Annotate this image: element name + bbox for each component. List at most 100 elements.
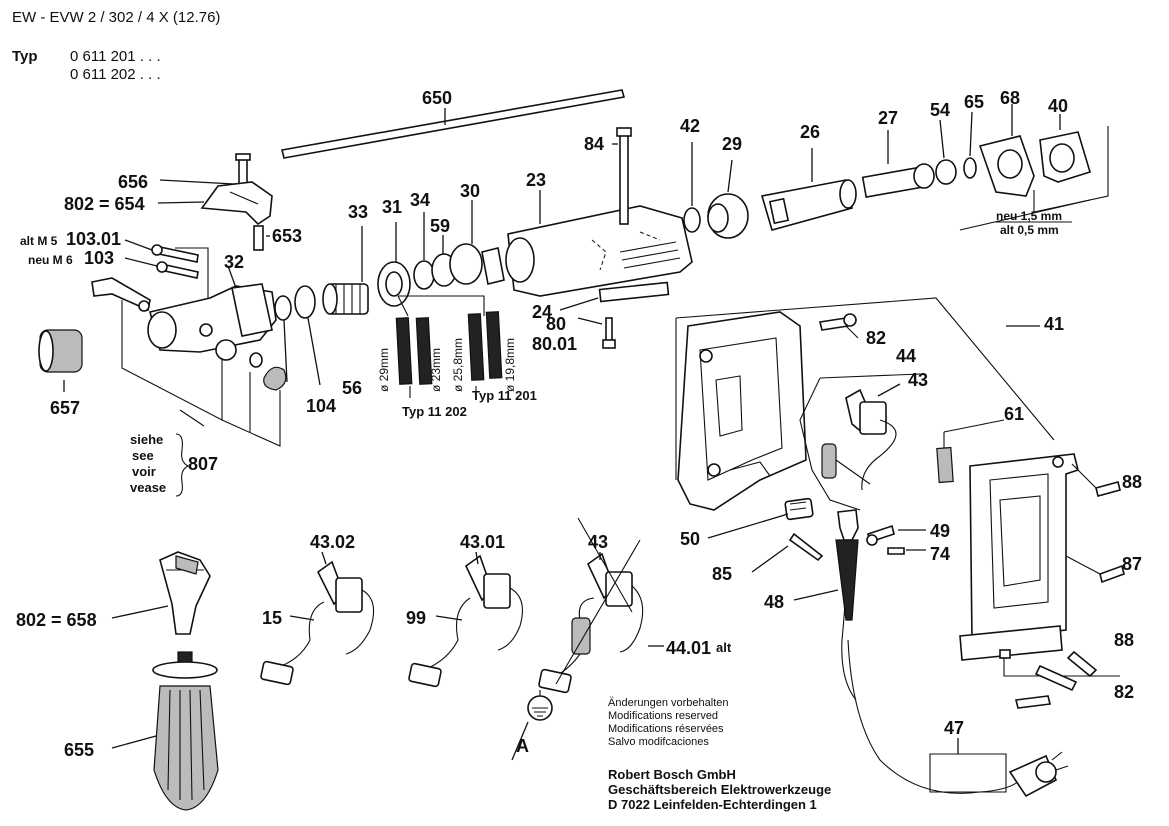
label-802-658: 802 = 658 xyxy=(16,610,97,630)
switch-variant-4301 xyxy=(408,554,523,688)
company-division: Geschäftsbereich Elektrowerkzeuge xyxy=(608,782,832,797)
label-43b: 43 xyxy=(588,532,608,552)
label-653: 653 xyxy=(272,226,302,246)
label-807: 807 xyxy=(188,454,218,474)
see-line-3: voir xyxy=(132,464,156,479)
label-29: 29 xyxy=(722,134,742,154)
document-code: EW - EVW 2 / 302 / 4 X (12.76) xyxy=(12,9,221,26)
label-87: 87 xyxy=(1122,554,1142,574)
label-43-01: 43.01 xyxy=(460,532,505,552)
modification-notes: Änderungen vorbehalten Modifications res… xyxy=(608,697,728,749)
label-50: 50 xyxy=(680,529,700,549)
label-54: 54 xyxy=(930,100,950,120)
label-650: 650 xyxy=(422,88,452,108)
label-typ-11201: Typ 11 201 xyxy=(472,388,537,403)
note-en: Modifications reserved xyxy=(608,710,719,722)
dim-19-8: ø 19,8mm xyxy=(503,338,517,392)
see-line-2: see xyxy=(132,448,154,463)
label-26: 26 xyxy=(800,122,820,142)
part-handle-right xyxy=(959,453,1120,677)
part-44-cable xyxy=(799,377,871,511)
label-27: 27 xyxy=(878,108,898,128)
part-26-armature xyxy=(760,179,857,231)
label-neu: neu 1,5 mm xyxy=(996,209,1062,223)
label-alt-dim: alt 0,5 mm xyxy=(1000,223,1059,237)
label-59: 59 xyxy=(430,216,450,236)
part-27-stator xyxy=(861,163,935,198)
label-103: 103 xyxy=(84,248,114,268)
part-68-plate xyxy=(978,135,1035,197)
part-802-658-handle-clamp xyxy=(159,551,211,635)
part-40-plate xyxy=(1039,131,1091,183)
note-es: Salvo modifcaciones xyxy=(608,736,709,748)
label-23: 23 xyxy=(526,170,546,190)
note-de: Änderungen vorbehalten xyxy=(608,697,729,709)
label-99: 99 xyxy=(406,608,426,628)
label-82b: 82 xyxy=(1114,682,1134,702)
part-43-switch xyxy=(845,388,897,491)
dim-bits xyxy=(395,295,503,385)
part-650-rod xyxy=(281,89,626,159)
label-80: 80 xyxy=(546,314,566,334)
label-56: 56 xyxy=(342,378,362,398)
label-A: A xyxy=(516,736,529,756)
label-655: 655 xyxy=(64,740,94,760)
company-location: D 7022 Leinfelden-Echterdingen 1 xyxy=(608,797,817,812)
label-24: 24 xyxy=(532,302,552,322)
label-30: 30 xyxy=(460,181,480,201)
part-pin xyxy=(91,277,151,312)
label-33: 33 xyxy=(348,202,368,222)
label-31: 31 xyxy=(382,197,402,217)
label-alt: alt xyxy=(716,640,732,655)
label-802-654: 802 = 654 xyxy=(64,194,145,214)
dim-29: ø 29mm xyxy=(377,348,391,392)
label-49: 49 xyxy=(930,521,950,541)
label-85: 85 xyxy=(712,564,732,584)
label-15: 15 xyxy=(262,608,282,628)
label-neu-m6: neu M 6 xyxy=(28,253,73,267)
label-typ-11202: Typ 11 202 xyxy=(402,404,467,419)
part-103-screws xyxy=(151,244,199,279)
note-fr: Modifications réservées xyxy=(608,723,724,735)
label-82a: 82 xyxy=(866,328,886,348)
label-47: 47 xyxy=(944,718,964,738)
label-44: 44 xyxy=(896,346,916,366)
part-29-fan xyxy=(707,193,749,239)
part-657-sleeve xyxy=(38,329,83,373)
label-32: 32 xyxy=(224,252,244,272)
label-74: 74 xyxy=(930,544,950,564)
label-88b: 88 xyxy=(1114,630,1134,650)
part-33-clutch xyxy=(322,283,369,315)
dim-25-8: ø 25,8mm xyxy=(451,338,465,392)
label-61: 61 xyxy=(1004,404,1024,424)
label-41: 41 xyxy=(1044,314,1064,334)
label-88a: 88 xyxy=(1122,472,1142,492)
see-line-4: vease xyxy=(130,480,166,495)
label-80-01: 80.01 xyxy=(532,334,577,354)
part-32-gear-housing xyxy=(147,283,277,353)
label-43a: 43 xyxy=(908,370,928,390)
label-43-02: 43.02 xyxy=(310,532,355,552)
label-68: 68 xyxy=(1000,88,1020,108)
label-103-01: 103.01 xyxy=(66,229,121,249)
label-657: 657 xyxy=(50,398,80,418)
part-47-plug xyxy=(1008,751,1069,798)
label-84: 84 xyxy=(584,134,604,154)
label-48: 48 xyxy=(764,592,784,612)
company-address: Robert Bosch GmbH Geschäftsbereich Elekt… xyxy=(608,767,831,812)
dim-23: ø 23mm xyxy=(429,348,443,392)
part-654-lever xyxy=(200,153,273,251)
company-name: Robert Bosch GmbH xyxy=(608,767,736,782)
part-655-grip xyxy=(152,651,219,811)
see-line-1: siehe xyxy=(130,432,163,447)
label-40: 40 xyxy=(1048,96,1068,116)
label-42: 42 xyxy=(680,116,700,136)
part-23-motor-housing xyxy=(505,205,693,297)
switch-variant-4302 xyxy=(260,560,375,686)
label-104: 104 xyxy=(306,396,336,416)
label-44-01: 44.01 xyxy=(666,638,711,658)
typ-number-2: 0 611 202 . . . xyxy=(70,66,161,83)
label-34: 34 xyxy=(410,190,430,210)
part-50-terminal xyxy=(784,497,814,521)
